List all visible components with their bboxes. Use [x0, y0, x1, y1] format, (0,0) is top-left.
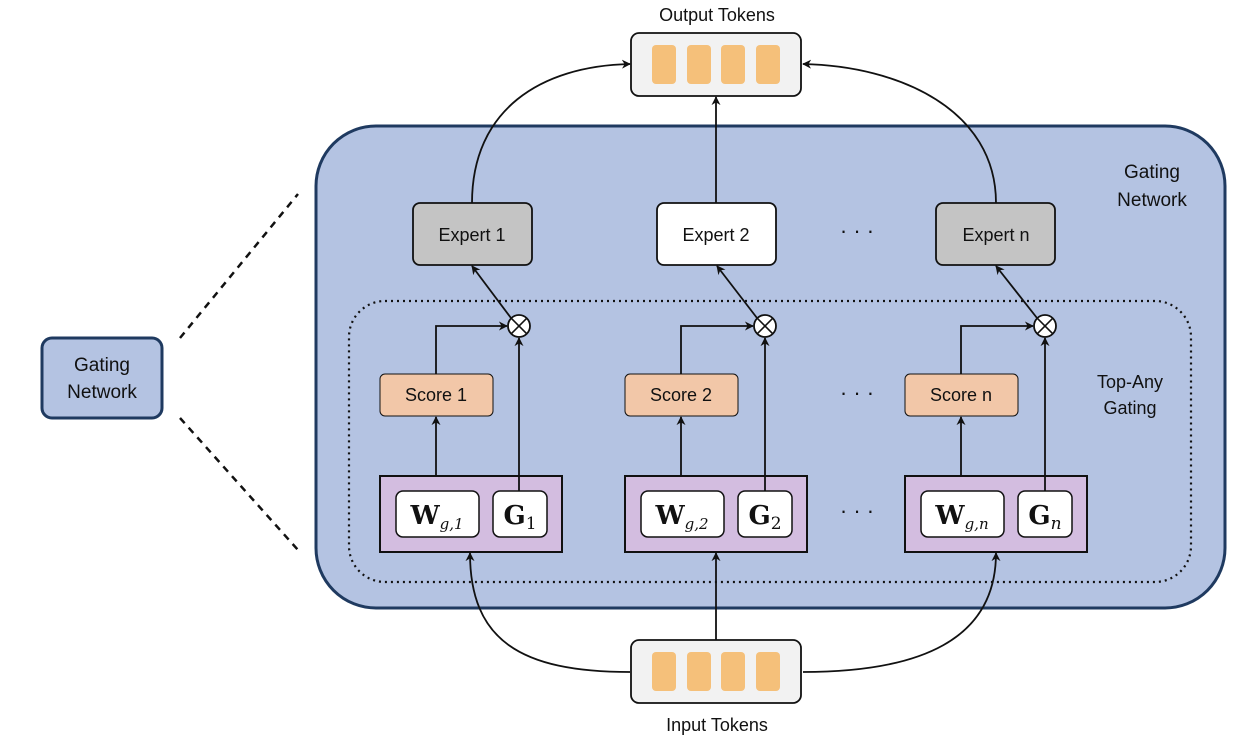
input-tokens-label: Input Tokens [666, 715, 768, 735]
input-tokens-box [630, 639, 802, 704]
output-token [687, 45, 711, 84]
output-token [721, 45, 745, 84]
top-any-line1: Top-Any [1097, 372, 1163, 392]
output-token [756, 45, 780, 84]
output-token [652, 45, 676, 84]
score-n-label: Score n [930, 385, 992, 405]
zoom-line-bottom [179, 417, 299, 551]
input-token [756, 652, 780, 691]
panel-title-line2: Network [1117, 190, 1187, 211]
score-1: Score 1 [379, 373, 494, 417]
input-token [687, 652, 711, 691]
zoom-line-top [179, 193, 299, 339]
output-tokens-label: Output Tokens [659, 5, 775, 25]
top-any-gating-region [347, 299, 1193, 584]
multiply-node-n [1033, 314, 1057, 338]
score-n: Score n [904, 373, 1019, 417]
multiply-node-2 [753, 314, 777, 338]
ellipsis-experts: · · · [840, 218, 874, 243]
gating-network-box-line2: Network [67, 382, 137, 403]
w-g-n: Wg,n [934, 501, 988, 533]
weight-block-n: Wg,n Gn [904, 475, 1088, 553]
gating-network-box-line1: Gating [74, 355, 130, 376]
expert-2: Expert 2 [656, 202, 777, 266]
weight-block-2: Wg,2 G2 [624, 475, 808, 553]
input-token [652, 652, 676, 691]
g-n: Gn [1028, 501, 1061, 534]
score-2: Score 2 [624, 373, 739, 417]
expert-1-label: Expert 1 [438, 225, 505, 245]
w-g-1: Wg,1 [409, 501, 463, 533]
gating-network-box: Gating Network [40, 336, 164, 420]
panel-title-line1: Gating [1124, 162, 1180, 183]
g-1: G1 [503, 501, 536, 534]
weight-block-1: Wg,1 G1 [379, 475, 563, 553]
multiply-node-1 [507, 314, 531, 338]
expert-n-label: Expert n [962, 225, 1029, 245]
ellipsis-weights: · · · [840, 498, 874, 523]
connectors [431, 59, 1050, 673]
g-2: G2 [748, 501, 781, 534]
output-tokens-box [630, 32, 802, 97]
score-2-label: Score 2 [650, 385, 712, 405]
w-g-2: Wg,2 [654, 501, 708, 533]
score-1-label: Score 1 [405, 385, 467, 405]
expert-1: Expert 1 [412, 202, 533, 266]
ellipsis-scores: · · · [840, 380, 874, 405]
top-any-line2: Gating [1103, 398, 1156, 418]
expert-n: Expert n [935, 202, 1056, 266]
input-token [721, 652, 745, 691]
expert-2-label: Expert 2 [682, 225, 749, 245]
